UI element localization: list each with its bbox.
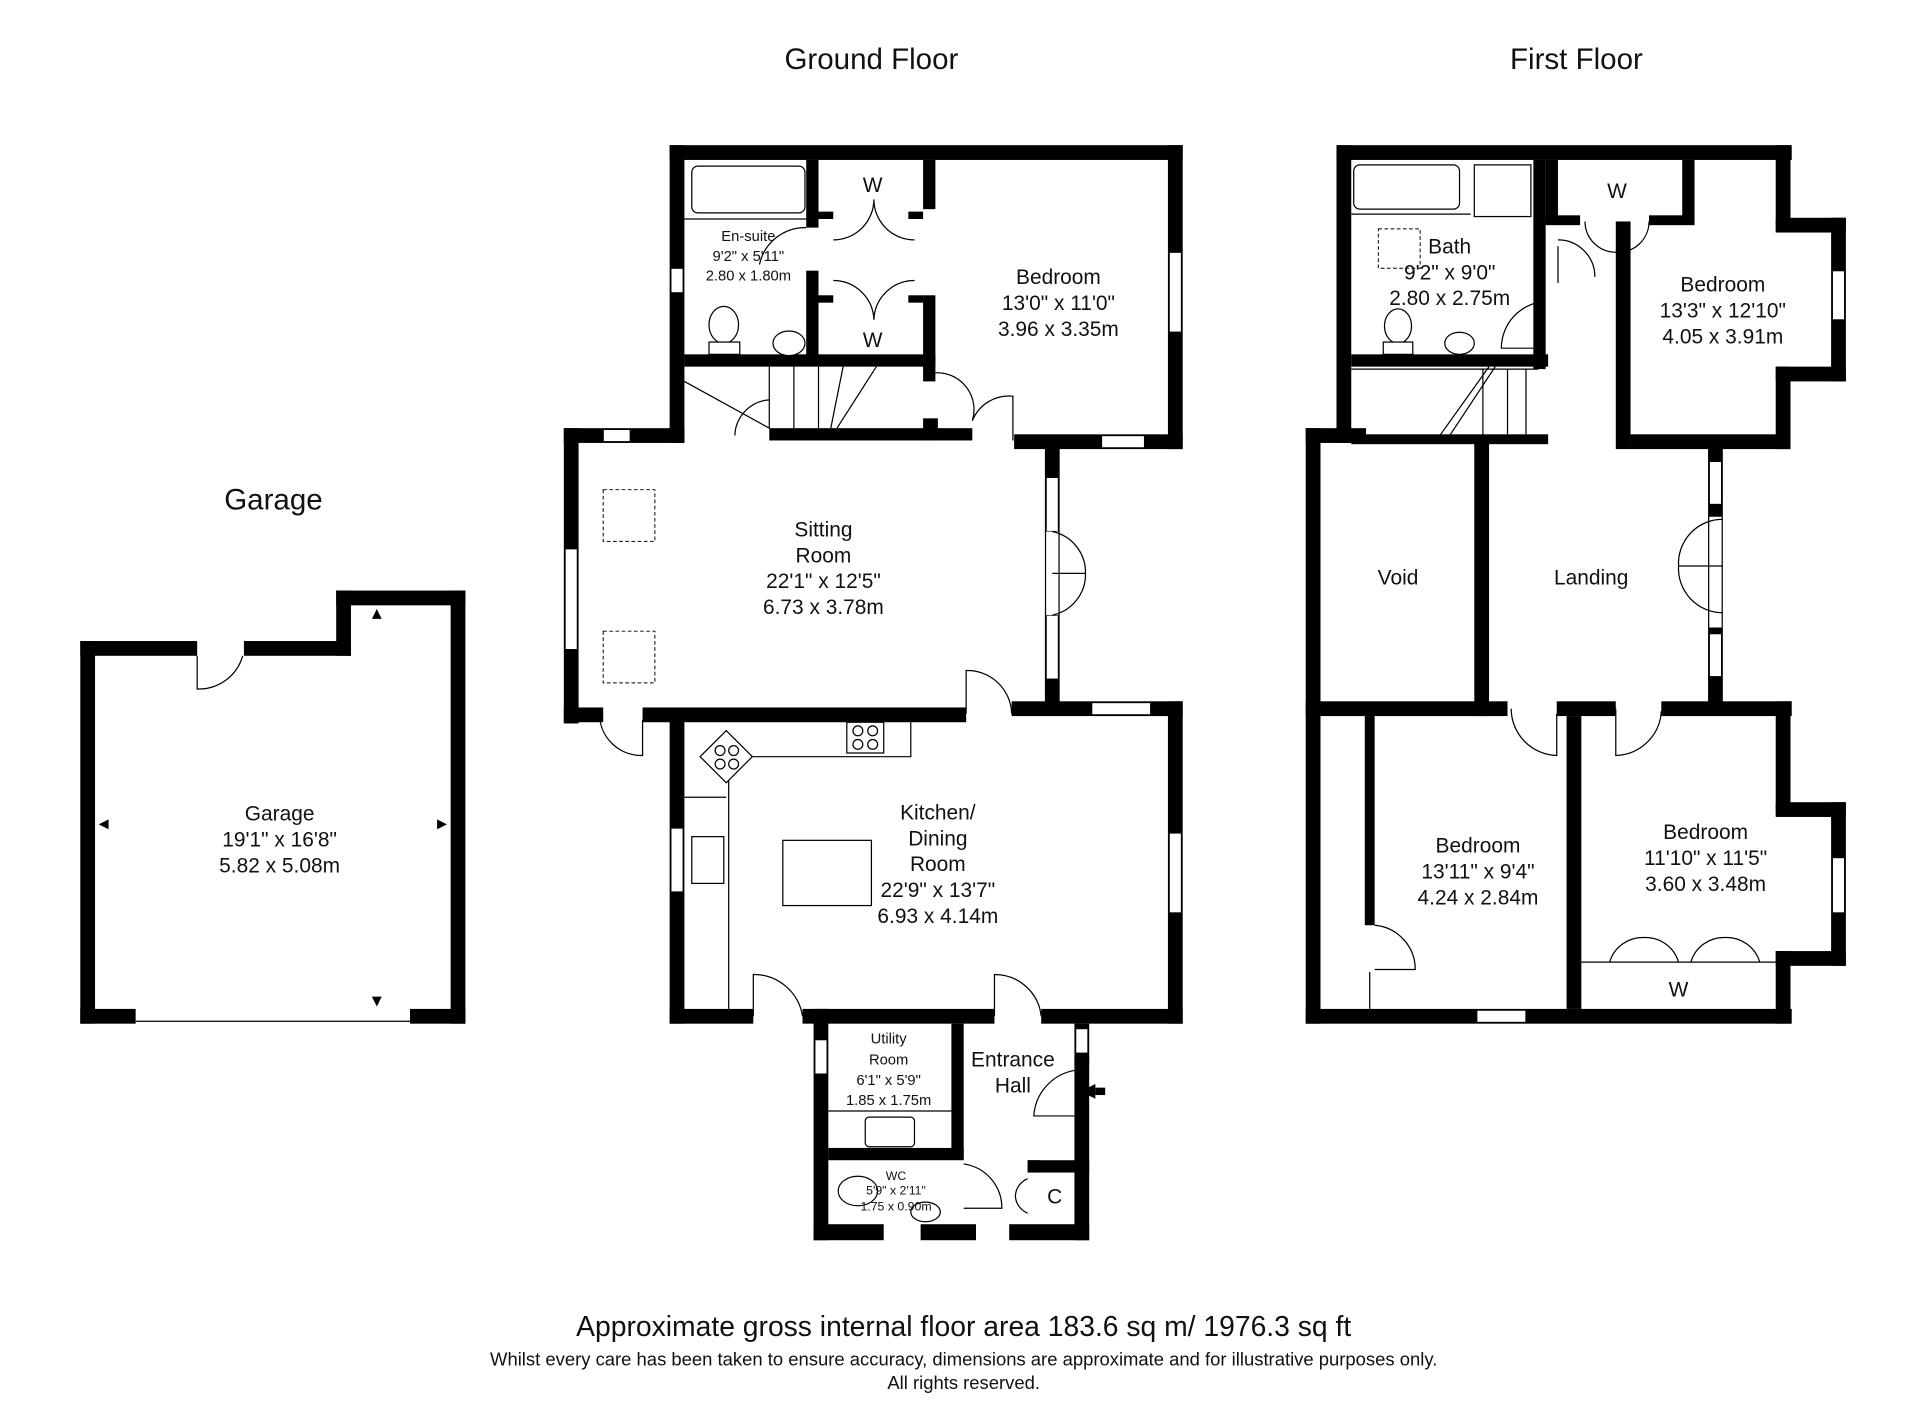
entrance-hall-label: Entrance (971, 1049, 1055, 1072)
bedroom-2-metric: 4.24 x 2.84m (1418, 886, 1539, 909)
bedroom-2-imperial: 13'11" x 9'4" (1421, 860, 1534, 883)
bedroom-3-metric: 3.60 x 3.48m (1645, 873, 1766, 896)
disclaimer-text: Whilst every care has been taken to ensu… (490, 1349, 1437, 1370)
ensuite-metric: 2.80 x 1.80m (706, 269, 791, 285)
first-floor-heading: First Floor (1510, 43, 1643, 76)
wardrobe-label: W (863, 174, 883, 197)
garage-heading: Garage (224, 483, 322, 516)
wardrobe-label: W (863, 329, 883, 352)
utility-label: Room (869, 1052, 908, 1068)
sitting-room-label: Sitting (794, 518, 852, 541)
entrance-hall-label: Hall (995, 1075, 1031, 1098)
ensuite-imperial: 9'2" x 5'11" (713, 249, 785, 265)
bath-metric: 2.80 x 2.75m (1389, 287, 1510, 310)
garage-metric: 5.82 x 5.08m (219, 854, 340, 877)
bath-imperial: 9'2" x 9'0" (1404, 261, 1495, 284)
cupboard-label: C (1047, 1185, 1062, 1208)
sitting-room-metric: 6.73 x 3.78m (763, 596, 884, 619)
bedroom-label: Bedroom (1016, 266, 1101, 289)
kitchen-label: Dining (908, 827, 967, 850)
bedroom-3-imperial: 11'10" x 11'5" (1644, 847, 1767, 870)
garage-imperial: 19'1" x 16'8" (222, 828, 337, 851)
ground-floor-plan: En-suite 9'2" x 5'11" 2.80 x 1.80m W W B… (563, 145, 1183, 1241)
utility-label: Utility (871, 1031, 908, 1047)
first-floor-plan: Bath 9'2" x 9'0" 2.80 x 2.75m W Bedroom … (1305, 145, 1846, 1024)
bedroom-3-label: Bedroom (1663, 821, 1748, 844)
bedroom-metric: 3.96 x 3.35m (998, 318, 1119, 341)
floor-area-text: Approximate gross internal floor area 18… (576, 1310, 1351, 1342)
wc-imperial: 5'9" x 2'11" (866, 1184, 926, 1198)
landing-label: Landing (1554, 566, 1628, 589)
garage-label: Garage (245, 803, 315, 826)
garage-plan: Garage 19'1" x 16'8" 5.82 x 5.08m (80, 590, 466, 1024)
wardrobe-label: W (1669, 979, 1689, 1002)
kitchen-imperial: 22'9" x 13'7" (881, 879, 996, 902)
bath-label: Bath (1428, 235, 1471, 258)
ensuite-label: En-suite (721, 229, 775, 245)
bedroom-1-metric: 4.05 x 3.91m (1662, 325, 1783, 348)
utility-metric: 1.85 x 1.75m (846, 1093, 931, 1109)
bedroom-1-imperial: 13'3" x 12'10" (1660, 299, 1786, 322)
entrance-arrow-icon (1080, 1083, 1096, 1099)
wc-metric: 1.75 x 0.90m (860, 1200, 931, 1214)
bedroom-2-label: Bedroom (1436, 835, 1521, 858)
ground-floor-heading: Ground Floor (784, 43, 958, 76)
void-label: Void (1378, 566, 1419, 589)
kitchen-label: Kitchen/ (900, 801, 976, 824)
rights-text: All rights reserved. (887, 1372, 1040, 1393)
sitting-room-imperial: 22'1" x 12'5" (766, 570, 881, 593)
kitchen-label: Room (910, 853, 966, 876)
utility-imperial: 6'1" x 5'9" (856, 1073, 921, 1089)
kitchen-metric: 6.93 x 4.14m (877, 905, 998, 928)
wardrobe-label: W (1607, 180, 1627, 203)
wc-label: WC (886, 1169, 907, 1183)
sitting-room-label: Room (796, 544, 852, 567)
bedroom-1-label: Bedroom (1680, 274, 1765, 297)
bedroom-imperial: 13'0" x 11'0" (1002, 292, 1115, 315)
